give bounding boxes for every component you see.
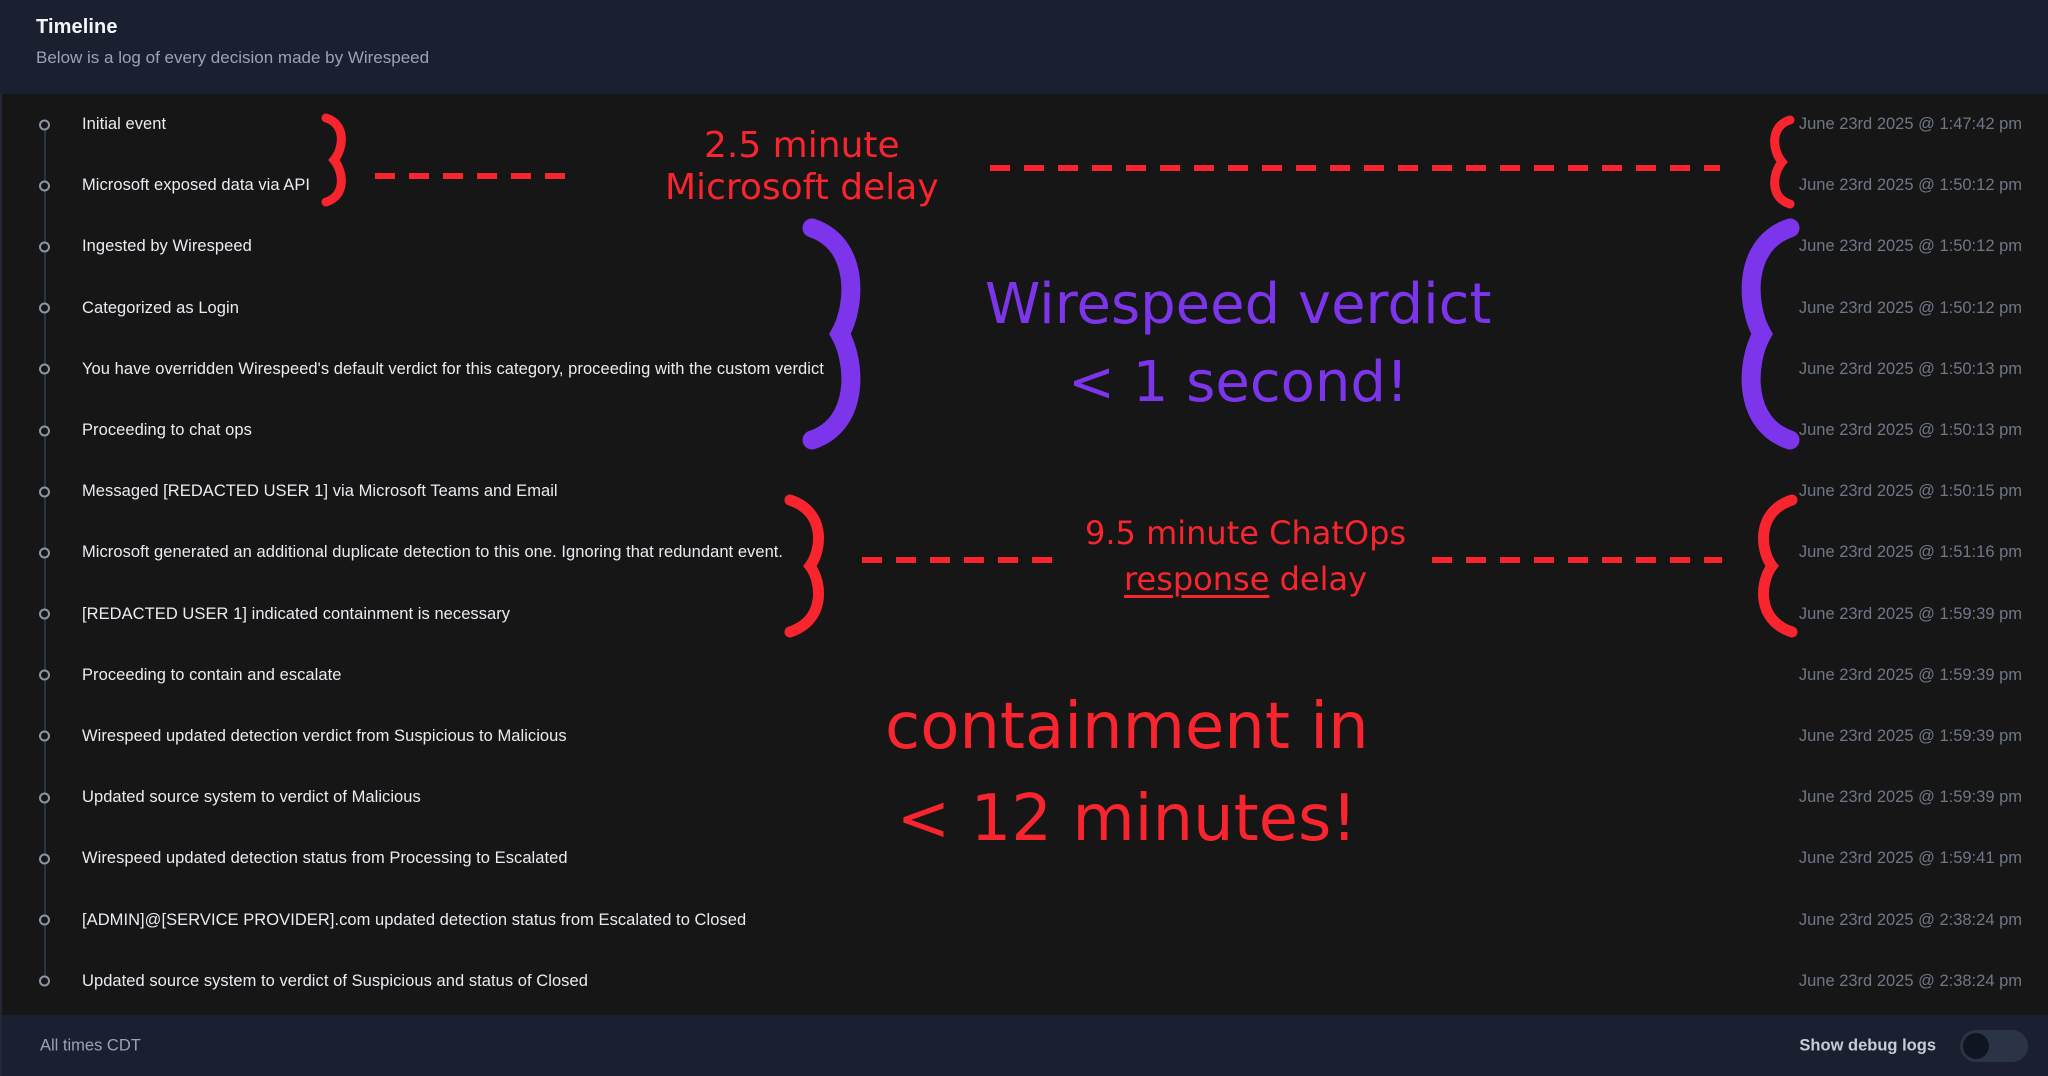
timeline-marker-icon <box>39 792 50 804</box>
table-row[interactable]: Proceeding to contain and escalate June 2… <box>2 645 2048 737</box>
table-row[interactable]: [ADMIN]@[SERVICE PROVIDER].com updated d… <box>2 889 2048 982</box>
table-row[interactable]: Microsoft exposed data via API June 23rd … <box>2 155 2048 247</box>
timeline-event-text: Wirespeed updated detection verdict from… <box>82 726 567 745</box>
timeline-connector <box>44 797 46 859</box>
timeline-event-text: Initial event <box>82 115 167 134</box>
timeline-event-text: Microsoft generated an additional duplic… <box>82 543 784 562</box>
timeline-event-text: Categorized as Login <box>82 298 239 317</box>
table-row[interactable]: Updated source system to verdict of Susp… <box>2 951 2048 1012</box>
timeline-connector <box>44 920 46 982</box>
page-header: Timeline Below is a log of every decisio… <box>0 0 2048 94</box>
table-row[interactable]: Wirespeed updated detection verdict from… <box>2 706 2048 798</box>
timeline-connector <box>44 246 46 308</box>
timeline-connector <box>44 736 46 798</box>
timeline-timestamp: June 23rd 2025 @ 1:59:39 pm <box>1798 788 2022 807</box>
timeline-timestamp: June 23rd 2025 @ 1:50:13 pm <box>1798 421 2022 440</box>
timeline-event-text: Messaged [REDACTED USER 1] via Microsoft… <box>82 482 558 501</box>
table-row[interactable]: Ingested by Wirespeed June 23rd 2025 @ 1:… <box>2 216 2048 308</box>
debug-logs-label: Show debug logs <box>1799 1036 1936 1054</box>
timeline-timestamp: June 23rd 2025 @ 1:59:41 pm <box>1798 849 2022 868</box>
timeline-marker-icon <box>39 363 50 375</box>
timeline-marker-icon <box>39 180 50 192</box>
table-row[interactable]: Categorized as Login June 23rd 2025 @ 1:5… <box>2 278 2048 370</box>
timeline-timestamp: June 23rd 2025 @ 1:59:39 pm <box>1798 604 2022 623</box>
toggle-knob <box>1963 1032 1989 1059</box>
table-row[interactable]: [REDACTED USER 1] indicated containment … <box>2 584 2048 676</box>
page-footer: All times CDT Show debug logs <box>0 1015 2048 1076</box>
timeline-marker-icon <box>39 486 50 498</box>
page-title: Timeline <box>36 16 118 38</box>
timeline-timestamp: June 23rd 2025 @ 1:51:16 pm <box>1798 543 2022 562</box>
timeline-marker-icon <box>39 730 50 742</box>
timeline-event-text: Proceeding to contain and escalate <box>82 665 342 684</box>
timeline-timestamp: June 23rd 2025 @ 1:59:39 pm <box>1798 726 2022 745</box>
timeline-marker-icon <box>39 669 50 681</box>
timeline-timestamp: June 23rd 2025 @ 1:47:42 pm <box>1798 115 2022 134</box>
table-row[interactable]: Wirespeed updated detection status from … <box>2 828 2048 920</box>
timeline-event-text: Wirespeed updated detection status from … <box>82 849 568 868</box>
timeline-marker-icon <box>39 425 50 437</box>
timeline-marker-icon <box>39 608 50 620</box>
table-row[interactable]: Initial event June 23rd 2025 @ 1:47:42 pm <box>2 94 2048 186</box>
timeline-event-text: Microsoft exposed data via API <box>82 176 311 195</box>
table-row[interactable]: Proceeding to chat ops June 23rd 2025 @ 1… <box>2 400 2048 492</box>
timeline-event-text: [REDACTED USER 1] indicated containment … <box>82 604 511 623</box>
timeline-marker-icon <box>39 241 50 253</box>
timeline-connector <box>44 124 46 186</box>
timeline-marker-icon <box>39 302 50 314</box>
timeline-connector <box>44 858 46 920</box>
timeline-timestamp: June 23rd 2025 @ 1:59:39 pm <box>1798 665 2022 684</box>
timeline-connector <box>44 185 46 247</box>
table-row[interactable]: Microsoft generated an additional duplic… <box>2 522 2048 614</box>
timeline-timestamp: June 23rd 2025 @ 2:38:24 pm <box>1798 910 2022 929</box>
table-row[interactable]: Updated source system to verdict of Mali… <box>2 767 2048 859</box>
timeline-timestamp: June 23rd 2025 @ 1:50:12 pm <box>1798 237 2022 256</box>
timeline-event-text: [ADMIN]@[SERVICE PROVIDER].com updated d… <box>82 910 747 929</box>
timezone-note: All times CDT <box>40 1036 141 1054</box>
timeline-timestamp: June 23rd 2025 @ 1:50:15 pm <box>1798 482 2022 501</box>
show-debug-logs-toggle[interactable] <box>1960 1029 2028 1062</box>
timeline-panel: Initial event June 23rd 2025 @ 1:47:42 pm… <box>0 94 2048 1015</box>
timeline-connector <box>44 552 46 614</box>
timeline-event-text: You have overridden Wirespeed's default … <box>82 359 824 378</box>
timeline-event-text: Updated source system to verdict of Susp… <box>82 971 588 990</box>
timeline-event-text: Updated source system to verdict of Mali… <box>82 788 421 807</box>
timeline-timestamp: June 23rd 2025 @ 1:50:13 pm <box>1798 359 2022 378</box>
timeline-connector <box>44 430 46 492</box>
timeline-marker-icon <box>39 975 50 987</box>
page-subtitle: Below is a log of every decision made by… <box>36 48 430 67</box>
timeline-connector <box>44 491 46 553</box>
timeline-connector <box>44 614 46 676</box>
timeline-connector <box>44 369 46 431</box>
timeline-marker-icon <box>39 119 50 131</box>
timeline-timestamp: June 23rd 2025 @ 1:50:12 pm <box>1798 298 2022 317</box>
timeline-event-text: Proceeding to chat ops <box>82 421 252 440</box>
timeline-event-text: Ingested by Wirespeed <box>82 237 252 256</box>
table-row[interactable]: Messaged [REDACTED USER 1] via Microsoft… <box>2 461 2048 553</box>
timeline-marker-icon <box>39 853 50 865</box>
timeline-timestamp: June 23rd 2025 @ 1:50:12 pm <box>1798 176 2022 195</box>
timeline-connector <box>44 308 46 370</box>
table-row[interactable]: You have overridden Wirespeed's default … <box>2 339 2048 431</box>
timeline-list: Initial event June 23rd 2025 @ 1:47:42 pm… <box>2 94 2048 1012</box>
timeline-marker-icon <box>39 547 50 559</box>
timeline-marker-icon <box>39 914 50 926</box>
timeline-timestamp: June 23rd 2025 @ 2:38:24 pm <box>1798 971 2022 990</box>
timeline-connector <box>44 675 46 737</box>
